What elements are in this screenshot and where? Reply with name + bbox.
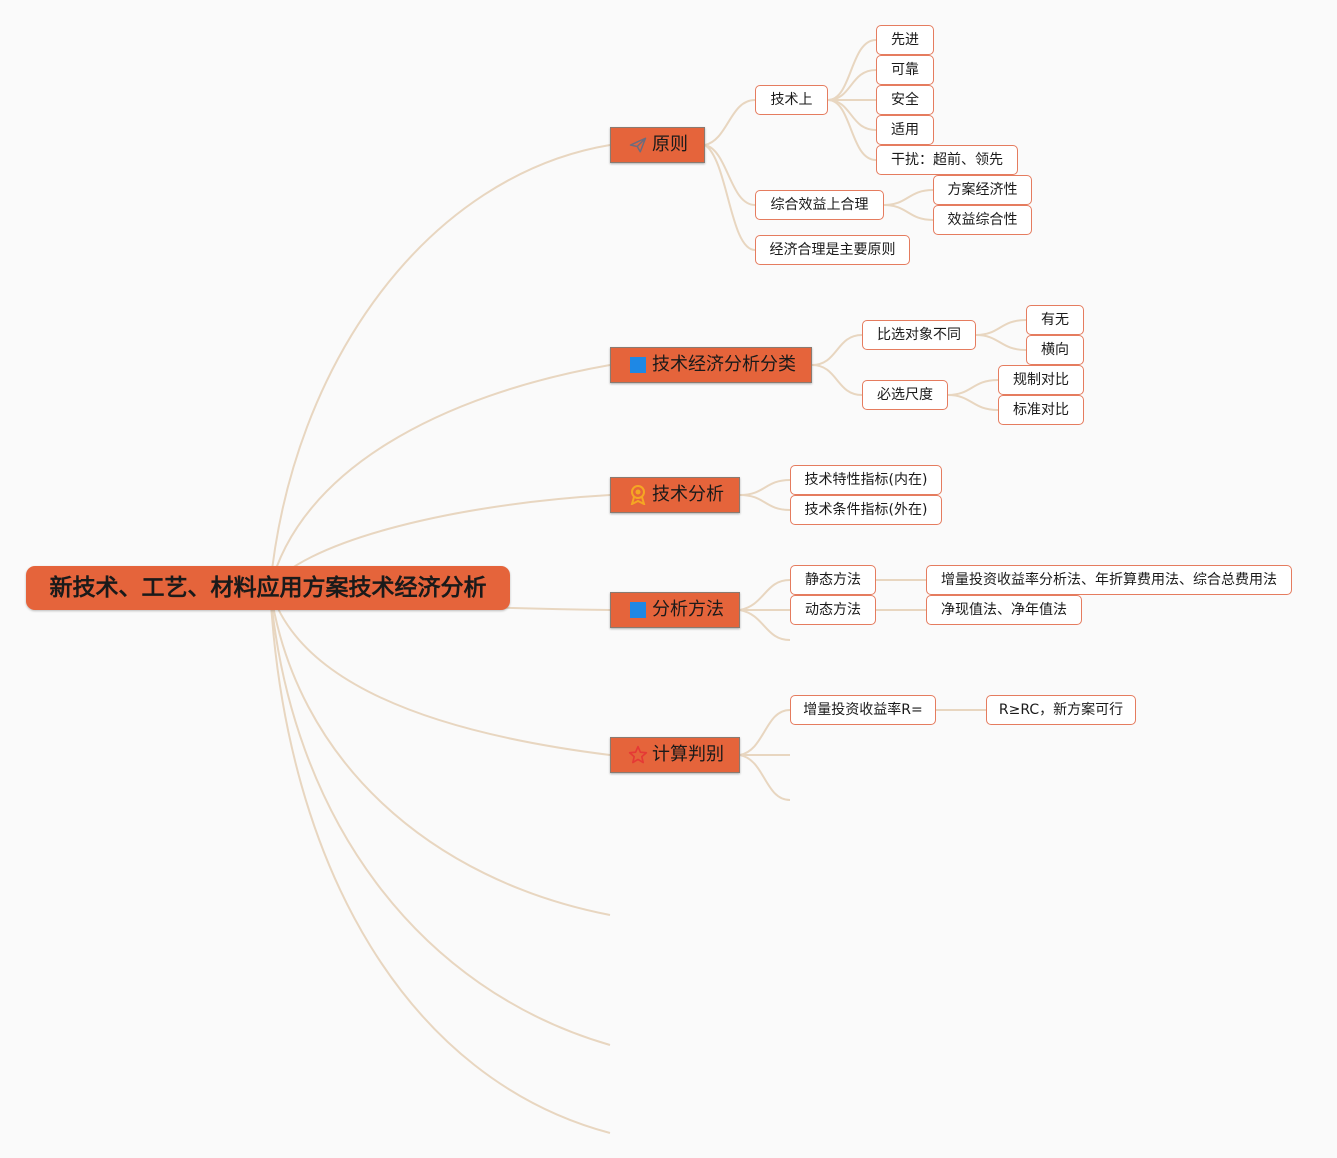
leaf-reliable[interactable]: 可靠	[876, 55, 934, 85]
leaf-tech-condition-index[interactable]: 技术条件指标(外在)	[790, 495, 942, 525]
leaf-safe[interactable]: 安全	[876, 85, 934, 115]
topic-methods[interactable]: 分析方法	[610, 592, 740, 628]
subtopic-comprehensive-benefit[interactable]: 综合效益上合理	[755, 190, 884, 220]
award-ribbon-icon	[628, 485, 648, 505]
leaf-static-method-detail[interactable]: 增量投资收益率分析法、年折算费用法、综合总费用法	[926, 565, 1292, 595]
subtopic-technical[interactable]: 技术上	[755, 85, 828, 115]
topic-tech-analysis-label: 技术分析	[652, 484, 724, 505]
topic-classification-label: 技术经济分析分类	[652, 354, 796, 375]
blue-square-icon	[628, 600, 648, 620]
leaf-with-without[interactable]: 有无	[1026, 305, 1084, 335]
topic-methods-label: 分析方法	[652, 599, 724, 620]
topic-tech-analysis[interactable]: 技术分析	[610, 477, 740, 513]
topic-classification[interactable]: 技术经济分析分类	[610, 347, 812, 383]
blue-square-icon	[628, 355, 648, 375]
subtopic-incremental-return[interactable]: 增量投资收益率R=	[790, 695, 936, 725]
leaf-regulation-compare[interactable]: 规制对比	[998, 365, 1084, 395]
subtopic-static-method[interactable]: 静态方法	[790, 565, 876, 595]
subtopic-economic-main[interactable]: 经济合理是主要原则	[755, 235, 910, 265]
leaf-applicable[interactable]: 适用	[876, 115, 934, 145]
topic-principle[interactable]: 原则	[610, 127, 705, 163]
topic-principle-label: 原则	[652, 134, 688, 155]
leaf-feasibility-rule[interactable]: R≥RC，新方案可行	[986, 695, 1136, 725]
root-topic[interactable]: 新技术、工艺、材料应用方案技术经济分析	[26, 566, 510, 610]
topic-judgment[interactable]: 计算判别	[610, 737, 740, 773]
leaf-dynamic-method-detail[interactable]: 净现值法、净年值法	[926, 595, 1082, 625]
topic-judgment-label: 计算判别	[652, 744, 724, 765]
leaf-benefit-comprehensive[interactable]: 效益综合性	[933, 205, 1032, 235]
leaf-advanced[interactable]: 先进	[876, 25, 934, 55]
leaf-standard-compare[interactable]: 标准对比	[998, 395, 1084, 425]
star-icon	[628, 745, 648, 765]
paper-plane-icon	[628, 135, 648, 155]
leaf-tech-characteristic-index[interactable]: 技术特性指标(内在)	[790, 465, 942, 495]
leaf-interference[interactable]: 干扰：超前、领先	[876, 145, 1018, 175]
leaf-plan-economy[interactable]: 方案经济性	[933, 175, 1032, 205]
subtopic-comparison-object[interactable]: 比选对象不同	[862, 320, 976, 350]
subtopic-selection-scale[interactable]: 必选尺度	[862, 380, 948, 410]
leaf-horizontal[interactable]: 横向	[1026, 335, 1084, 365]
subtopic-dynamic-method[interactable]: 动态方法	[790, 595, 876, 625]
